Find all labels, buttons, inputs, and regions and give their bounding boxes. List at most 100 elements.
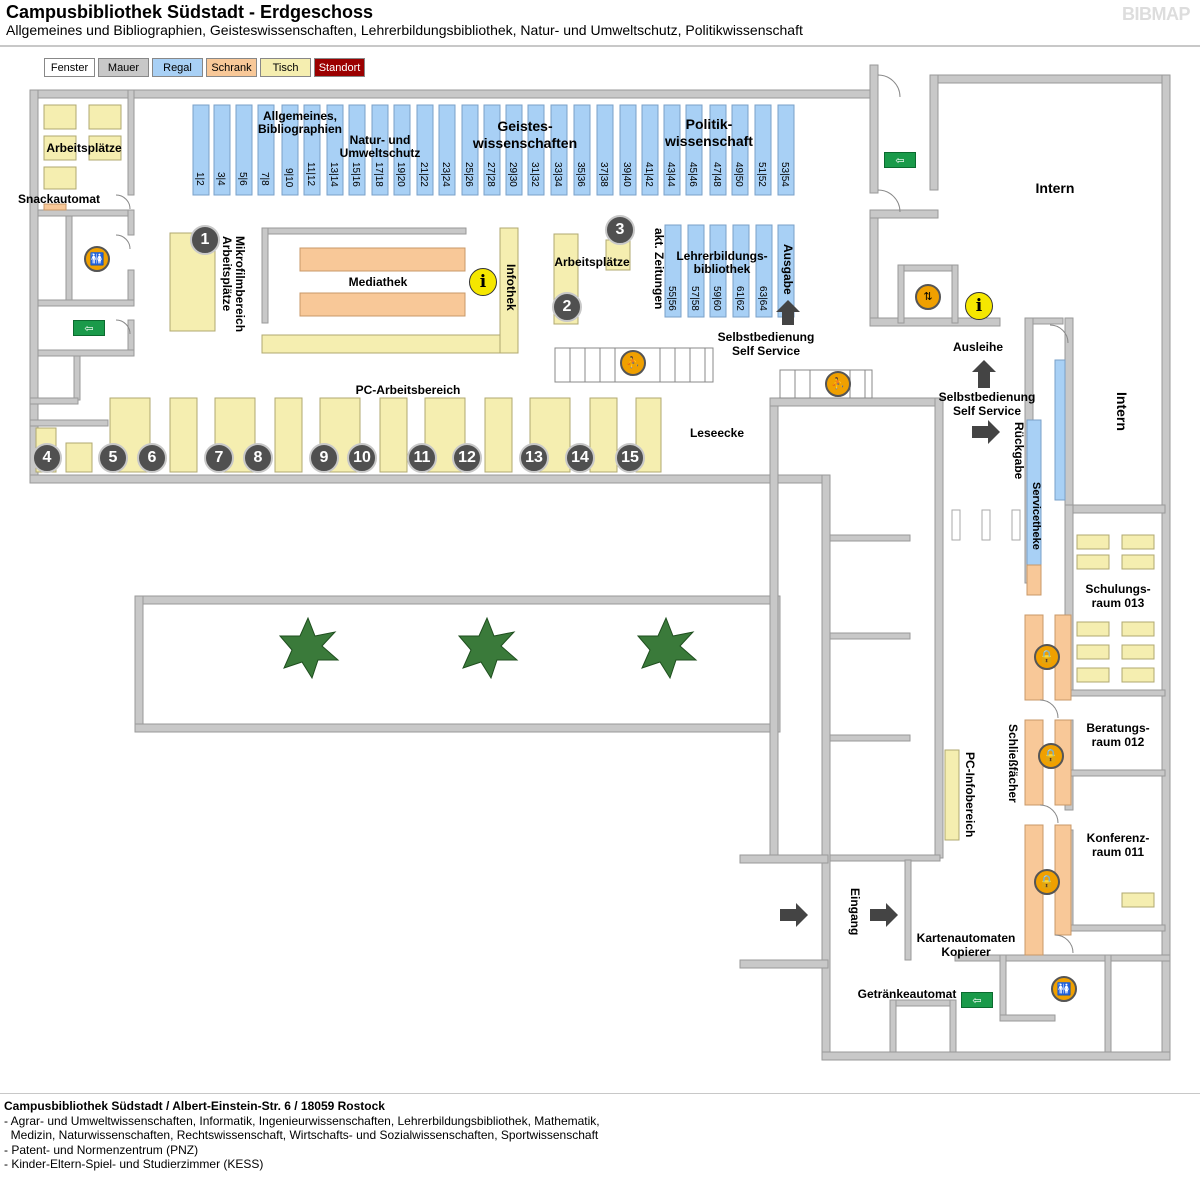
label-servicetheke: Servicetheke: [1030, 482, 1042, 550]
shelf-number: 29|30: [507, 162, 518, 187]
label-schliessfaecher: Schließfächer: [1006, 724, 1020, 803]
shelf-number: 13|14: [328, 162, 339, 187]
location-marker-1[interactable]: 1: [190, 225, 220, 255]
shelf-number: 61|62: [734, 286, 745, 311]
legend-label: Schrank: [211, 62, 252, 74]
label-lehrerbildung: Lehrerbildungs- bibliothek: [676, 249, 768, 276]
lock-icon: 🔒: [1034, 644, 1060, 670]
elevator-icon: ⇅: [915, 284, 941, 310]
footer-address: Campusbibliothek Südstadt / Albert-Einst…: [4, 1099, 385, 1113]
lock-icon: 🔒: [1038, 743, 1064, 769]
legend-tisch: Tisch: [260, 58, 311, 77]
location-marker-3[interactable]: 3: [605, 215, 635, 245]
bibmap-logo: BIBMAP: [1122, 4, 1191, 24]
legend-label: Fenster: [50, 62, 89, 74]
shelf-number: 37|38: [598, 162, 609, 187]
shelf-number: 57|58: [689, 286, 700, 311]
location-marker-11[interactable]: 11: [407, 443, 437, 473]
location-marker-10[interactable]: 10: [347, 443, 377, 473]
footer-line: - Agrar- und Umweltwissenschaften, Infor…: [4, 1114, 600, 1128]
shelf-number: 3|4: [215, 172, 226, 186]
label-schulungsraum: Schulungs- raum 013: [1085, 582, 1151, 610]
shelf-number: 21|22: [418, 162, 429, 187]
label-natur: Natur- und Umweltschutz: [339, 133, 421, 160]
plants: [278, 616, 698, 680]
info-icon: i: [469, 268, 497, 296]
location-marker-12[interactable]: 12: [452, 443, 482, 473]
info-icon: i: [965, 292, 993, 320]
emergency-exit-icon: ⇦: [884, 152, 916, 168]
shelf-number: 49|50: [733, 162, 744, 187]
stairs-icon: ⛹: [825, 371, 851, 397]
label-rueckgabe: Rückgabe: [1012, 422, 1026, 480]
label-beratungsraum: Beratungs- raum 012: [1086, 721, 1150, 749]
shelf-number: 33|34: [552, 162, 563, 187]
footer-line: Medizin, Naturwissenschaften, Rechtswiss…: [4, 1128, 599, 1142]
shelves-top: [192, 104, 1066, 566]
label-getraenkeautomat: Getränkeautomat: [857, 987, 957, 1001]
shelf-number: 1|2: [194, 172, 205, 186]
location-marker-14[interactable]: 14: [565, 443, 595, 473]
label-mediathek: Mediathek: [348, 275, 408, 289]
label-allgemeines: Allgemeines, Bibliographien: [258, 109, 342, 136]
location-marker-15[interactable]: 15: [615, 443, 645, 473]
label-zeitungen: akt. Zeitungen: [652, 228, 666, 310]
label-ausleihe: Ausleihe: [952, 340, 1003, 354]
header-divider: [0, 45, 1200, 47]
shelf-number: 23|24: [440, 162, 451, 187]
shelf-number: 17|18: [373, 162, 384, 187]
stairs-icon: ⛹: [620, 350, 646, 376]
label-infothek: Infothek: [504, 264, 518, 311]
label-selbstbedienung-1: Selbstbedienung Self Service: [717, 330, 815, 358]
label-arbeitsplaetze-left: Arbeitsplätze: [46, 141, 122, 155]
label-eingang: Eingang: [848, 888, 862, 936]
label-geistes: Geistes- wissenschaften: [472, 118, 578, 151]
legend-schrank: Schrank: [206, 58, 257, 77]
legend-label: Regal: [163, 62, 192, 74]
label-selbstbedienung-2: Selbstbedienung Self Service: [938, 390, 1036, 418]
location-marker-13[interactable]: 13: [519, 443, 549, 473]
label-leseecke: Leseecke: [689, 426, 745, 440]
shelf-number: 19|20: [395, 162, 406, 187]
restroom-icon: 🚻: [1051, 976, 1077, 1002]
label-snackautomat: Snackautomat: [17, 192, 101, 206]
label-mikrofilm: Mikrofilmbereich Arbeitsplätze: [220, 236, 247, 333]
footer-line: - Kinder-Eltern-Spiel- und Studierzimmer…: [4, 1157, 264, 1171]
shelf-number: 35|36: [575, 162, 586, 187]
shelf-number: 63|64: [757, 286, 768, 311]
legend-label: Tisch: [272, 62, 299, 74]
page-title: Campusbibliothek Südstadt - Erdgeschoss: [6, 2, 374, 22]
location-marker-8[interactable]: 8: [243, 443, 273, 473]
legend-label: Mauer: [107, 62, 140, 74]
legend-standort: Standort: [314, 58, 365, 77]
emergency-exit-icon: ⇦: [961, 992, 993, 1008]
page-subtitle: Allgemeines und Bibliographien, Geistesw…: [6, 22, 803, 38]
restroom-icon: 🚻: [84, 246, 110, 272]
gates: [951, 509, 1021, 541]
legend-fenster: Fenster: [44, 58, 95, 77]
location-marker-2[interactable]: 2: [552, 292, 582, 322]
shelf-number: 43|44: [665, 162, 676, 187]
shelf-number: 25|26: [463, 162, 474, 187]
location-marker-9[interactable]: 9: [309, 443, 339, 473]
emergency-exit-icon: ⇦: [73, 320, 105, 336]
walls: [29, 64, 1171, 1061]
shelf-number: 39|40: [621, 162, 632, 187]
shelf-number: 53|54: [779, 162, 790, 187]
footer-divider: [0, 1093, 1200, 1100]
shelf-number: 11|12: [305, 162, 316, 187]
shelf-number: 41|42: [643, 162, 654, 187]
label-konferenzraum: Konferenz- raum 011: [1086, 831, 1150, 859]
location-marker-6[interactable]: 6: [137, 443, 167, 473]
cabinets: [43, 203, 1072, 956]
legend: Fenster Mauer Regal Schrank Tisch Stando…: [44, 58, 365, 77]
shelf-number: 7|8: [259, 172, 270, 186]
legend-regal: Regal: [152, 58, 203, 77]
label-pc-arbeitsbereich: PC-Arbeitsbereich: [355, 383, 461, 397]
shelf-number: 31|32: [529, 162, 540, 187]
footer-line: - Patent- und Normenzentrum (PNZ): [4, 1143, 199, 1157]
location-marker-7[interactable]: 7: [204, 443, 234, 473]
location-marker-5[interactable]: 5: [98, 443, 128, 473]
shelf-number: 47|48: [711, 162, 722, 187]
location-marker-4[interactable]: 4: [32, 443, 62, 473]
